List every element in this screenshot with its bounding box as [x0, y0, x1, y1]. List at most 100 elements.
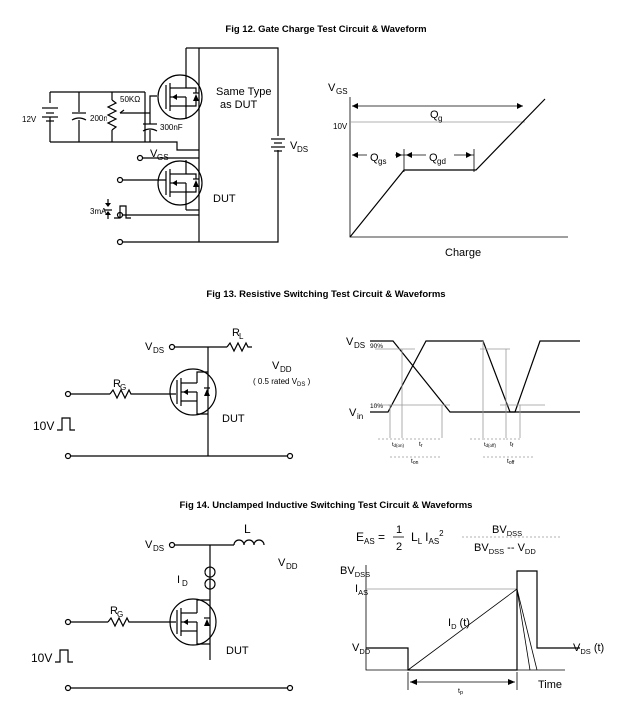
fig14-title: Fig 14. Unclamped Inductive Switching Te… [180, 500, 473, 511]
wf12-vgs-sub: GS [336, 87, 348, 96]
id-t-waveform [407, 588, 531, 671]
c13-ground-terminal-right [286, 452, 294, 460]
capacitor-200nf-icon [71, 112, 87, 121]
c14-vdd-sub: DD [286, 562, 298, 571]
wf13-vin-sub: in [357, 412, 363, 421]
c13-vds-sub: DS [153, 346, 164, 355]
c13-10v: 10V [33, 419, 54, 433]
wf14-idt: ID (t) [448, 617, 470, 631]
label-same-type-1: Same Type [216, 86, 271, 98]
wf13-ton: ton [411, 458, 419, 466]
gate-charge-curve [349, 98, 546, 238]
label-vds-sub: DS [297, 145, 308, 154]
wf12-qg-sub: g [438, 114, 442, 123]
wf12-vgs-v: V [328, 82, 336, 94]
wf14-tp: tp [458, 688, 463, 696]
c14-ground-terminal [64, 684, 72, 692]
inductor-l-icon [233, 539, 265, 546]
wf13-tr: tr [419, 441, 423, 449]
wf13-vin-v: V [349, 407, 357, 419]
c13-vds-v: V [145, 341, 153, 353]
wf14-ias: IAS [355, 583, 368, 597]
label-dut: DUT [213, 193, 236, 205]
wf12-qgd-sub: gd [437, 157, 446, 166]
terminal-gate [116, 176, 124, 184]
wf12-qgd-q: Q [429, 152, 438, 164]
c13-dut: DUT [222, 413, 245, 425]
wf14-bvdss: BVDSS [340, 565, 370, 579]
c14-id-sub: D [182, 579, 188, 588]
c13-rg-sub: G [120, 383, 126, 392]
vin-waveform [370, 340, 580, 413]
wf13-toff: toff [507, 458, 515, 466]
pulse-icon [55, 649, 73, 663]
c14-rg-sub: G [117, 610, 123, 619]
c13-vds-terminal [168, 343, 176, 351]
wf13-10: 10% [370, 403, 383, 410]
fig14-waveform: BVDSS IAS VDD ID (t) VDS (t) tp Time [340, 565, 604, 696]
c14-ground-terminal-right [286, 684, 294, 692]
c14-vds-sub: DS [153, 544, 164, 553]
wf13-tdon: td(on) [392, 442, 405, 448]
eq-eas: EAS = [356, 530, 385, 546]
fig13-title: Fig 13. Resistive Switching Test Circuit… [206, 289, 445, 300]
vds-waveform [370, 340, 580, 413]
eq-num: 1 [396, 524, 402, 536]
pulse-icon [57, 417, 75, 431]
label-3ma: 3mA [90, 207, 107, 216]
wf13-vds-sub: DS [354, 341, 365, 350]
c13-rl-sub: L [239, 332, 244, 341]
resistor-rg-icon [109, 388, 176, 400]
c13-rl-r: R [232, 327, 240, 339]
mosfet-dut-icon [169, 368, 217, 416]
wf13-tdoff: td(off) [484, 442, 496, 448]
fig12-waveform: V GS 10V Q g Q gs Q gd Charge [328, 82, 568, 259]
c14-vds-v: V [145, 539, 153, 551]
wf12-charge: Charge [445, 247, 481, 259]
capacitor-300nf-icon [142, 113, 158, 142]
c14-gate-terminal [64, 618, 72, 626]
current-source-3ma-icon [104, 199, 131, 219]
label-50k: 50KΩ [120, 95, 140, 104]
vds-t-waveform [366, 570, 580, 671]
fig13-waveform: V DS V in 90% 10% td(on) tr ton td(off) [346, 336, 580, 466]
c14-vdd-v: V [278, 557, 286, 569]
c13-rg-r: R [113, 378, 121, 390]
c13-gate-terminal [64, 390, 72, 398]
label-200nf: 200nF [90, 114, 113, 123]
mosfet-dut-icon [157, 160, 203, 210]
wf12-10v: 10V [333, 122, 348, 131]
fig12-circuit: 12V 200nF 50KΩ 300nF [22, 47, 308, 246]
wf12-qg-q: Q [430, 109, 439, 121]
terminal-vgs [136, 154, 144, 162]
c14-dut: DUT [226, 645, 249, 657]
label-vgs-v: V [150, 148, 158, 160]
label-vgs-sub: GS [157, 153, 169, 162]
c14-l: L [244, 522, 251, 536]
c14-id-i: I [177, 574, 180, 586]
c13-ground-terminal [64, 452, 72, 460]
mosfet-dut-icon [169, 598, 217, 646]
fig12-title: Fig 12. Gate Charge Test Circuit & Wavef… [225, 24, 426, 35]
c13-vdd-sub: DD [280, 365, 292, 374]
resistor-rl-icon [226, 341, 252, 353]
terminal-ground [116, 238, 124, 246]
c13-vdd-v: V [272, 360, 280, 372]
battery-12v-icon [38, 103, 62, 122]
label-300nf: 300nF [160, 123, 183, 132]
wf12-qgs-q: Q [370, 152, 379, 164]
c14-vds-terminal [168, 541, 176, 549]
eq-bvdss-num: BVDSS [492, 524, 522, 538]
wf13-tf: tf [510, 441, 514, 449]
label-same-type-2: as DUT [220, 99, 258, 111]
label-12v: 12V [22, 115, 37, 124]
wf14-time: Time [538, 679, 562, 691]
wf14-vdd: VDD [352, 642, 371, 656]
battery-vds-icon [270, 136, 286, 152]
fig14-circuit: V DS L V DD I D R G [31, 522, 298, 692]
label-vds-v: V [290, 140, 298, 152]
c13-rated: ( 0.5 rated VDS ) [253, 377, 311, 388]
